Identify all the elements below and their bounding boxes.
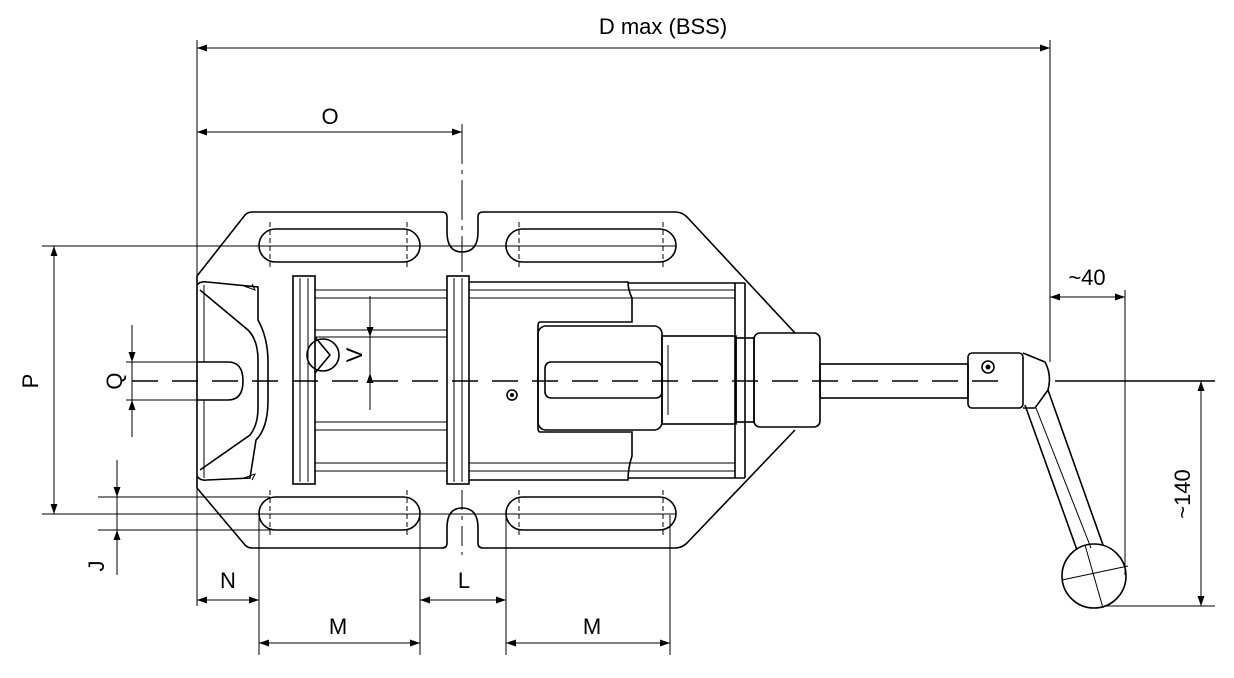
extension-lines [42, 40, 1215, 655]
body-outline-upper [196, 211, 796, 334]
dimension-labels: D max (BSS) O P Q V J N L M M ~40 ~140 [18, 14, 1195, 639]
spindle-nut [753, 332, 821, 428]
guide-rails [315, 289, 735, 472]
lock-hole [506, 389, 518, 401]
workpiece-circle [306, 338, 340, 372]
label-n: N [220, 568, 236, 593]
handle-hub [967, 352, 1024, 409]
label-j: J [84, 561, 109, 572]
label-handle-offset: ~40 [1068, 265, 1105, 290]
spindle-and-handle [819, 352, 1129, 609]
jaw-plate-middle [446, 275, 470, 485]
label-v: V [342, 347, 367, 362]
label-d-max: D max (BSS) [599, 14, 727, 39]
vise-body [196, 211, 821, 549]
label-handle-length: ~140 [1170, 469, 1195, 519]
label-o: O [321, 104, 338, 129]
label-m-right: M [583, 614, 601, 639]
label-l: L [458, 568, 470, 593]
label-p: P [18, 374, 43, 389]
handle-arm [1024, 389, 1104, 551]
screw-housing [537, 325, 663, 431]
dimension-lines [50, 44, 1205, 647]
handle-knob [1061, 543, 1127, 609]
jaw-plate-left [292, 275, 316, 485]
label-m-left: M [329, 614, 347, 639]
label-q: Q [102, 372, 127, 389]
